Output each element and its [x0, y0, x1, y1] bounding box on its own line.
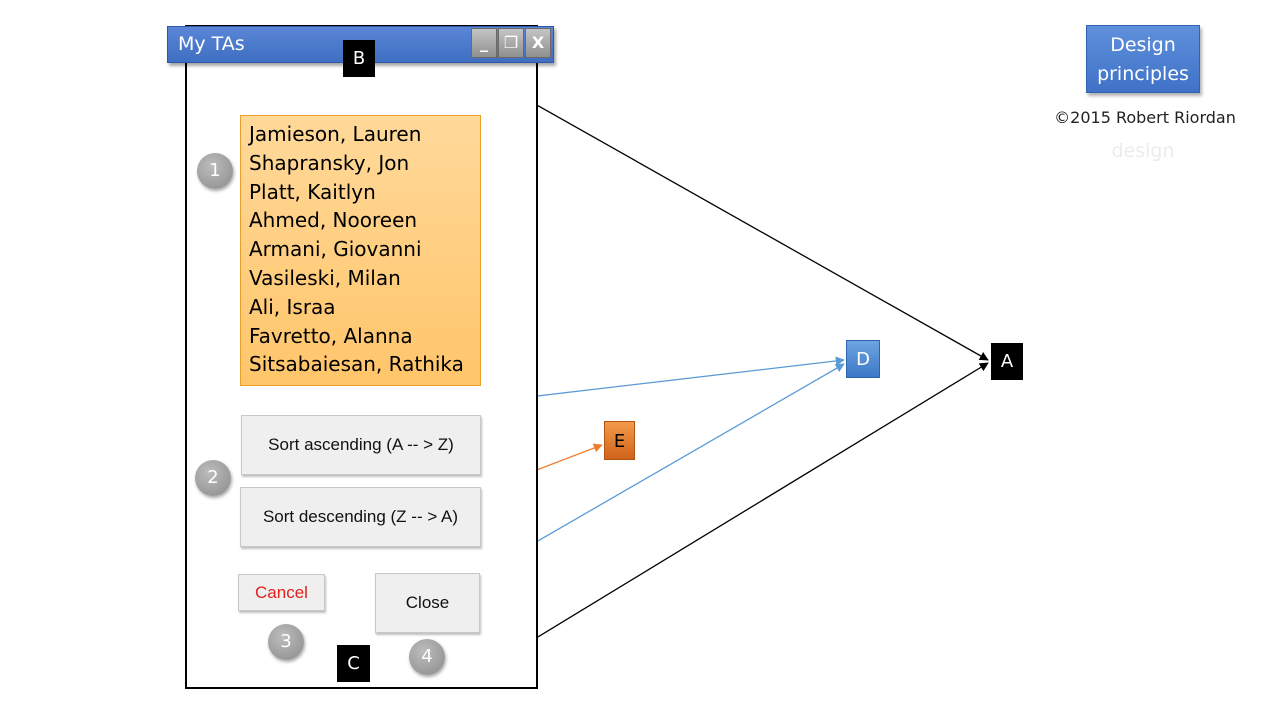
window-title: My TAs [178, 33, 245, 55]
cancel-button[interactable]: Cancel [238, 574, 325, 611]
badge-line-2: principles [1097, 63, 1189, 85]
arrow-blue-bottom-to-d [504, 363, 845, 561]
label-a: A [991, 343, 1023, 380]
badge-line-1: Design [1110, 34, 1176, 56]
label-d: D [846, 340, 880, 378]
close-window-button[interactable]: X [525, 28, 551, 58]
list-item[interactable]: Armani, Giovanni [249, 237, 422, 262]
arrow-top-to-a [504, 86, 989, 361]
design-watermark: design [1111, 140, 1175, 162]
restore-icon: ❐ [503, 33, 519, 52]
list-item[interactable]: Ahmed, Nooreen [249, 208, 418, 233]
list-item[interactable]: Favretto, Alanna [249, 323, 413, 348]
list-item[interactable]: Vasileski, Milan [249, 265, 401, 290]
close-icon: X [531, 33, 545, 52]
maximize-button[interactable]: ❐ [498, 28, 524, 58]
sort-descending-button[interactable]: Sort descending (Z -- > A) [240, 487, 481, 547]
list-item[interactable]: Jamieson, Lauren [249, 122, 422, 146]
close-button[interactable]: Close [375, 573, 480, 633]
label-b: B [343, 40, 375, 77]
arrow-blue-top-to-d [502, 356, 845, 401]
marker-4: 4 [409, 639, 445, 675]
marker-1: 1 [197, 153, 233, 189]
list-item[interactable]: Shapransky, Jon [249, 150, 410, 175]
minimize-icon: _ [480, 33, 488, 52]
list-item[interactable]: Sitsabaiesan, Rathika [249, 352, 464, 377]
ta-list[interactable]: Jamieson, Lauren Shapransky, Jon Platt, … [240, 115, 481, 386]
copyright-text: ©2015 Robert Riordan [1054, 108, 1236, 127]
sort-ascending-button[interactable]: Sort ascending (A -- > Z) [241, 415, 481, 475]
minimize-button[interactable]: _ [471, 28, 497, 58]
label-c: C [337, 645, 370, 682]
marker-2: 2 [195, 460, 231, 496]
list-item[interactable]: Platt, Kaitlyn [249, 179, 376, 204]
label-e: E [604, 421, 635, 460]
design-principles-badge: Design principles [1086, 25, 1200, 93]
arrow-bottom-to-a [504, 362, 989, 658]
marker-3: 3 [268, 624, 304, 660]
list-item[interactable]: Ali, Israa [249, 294, 336, 319]
